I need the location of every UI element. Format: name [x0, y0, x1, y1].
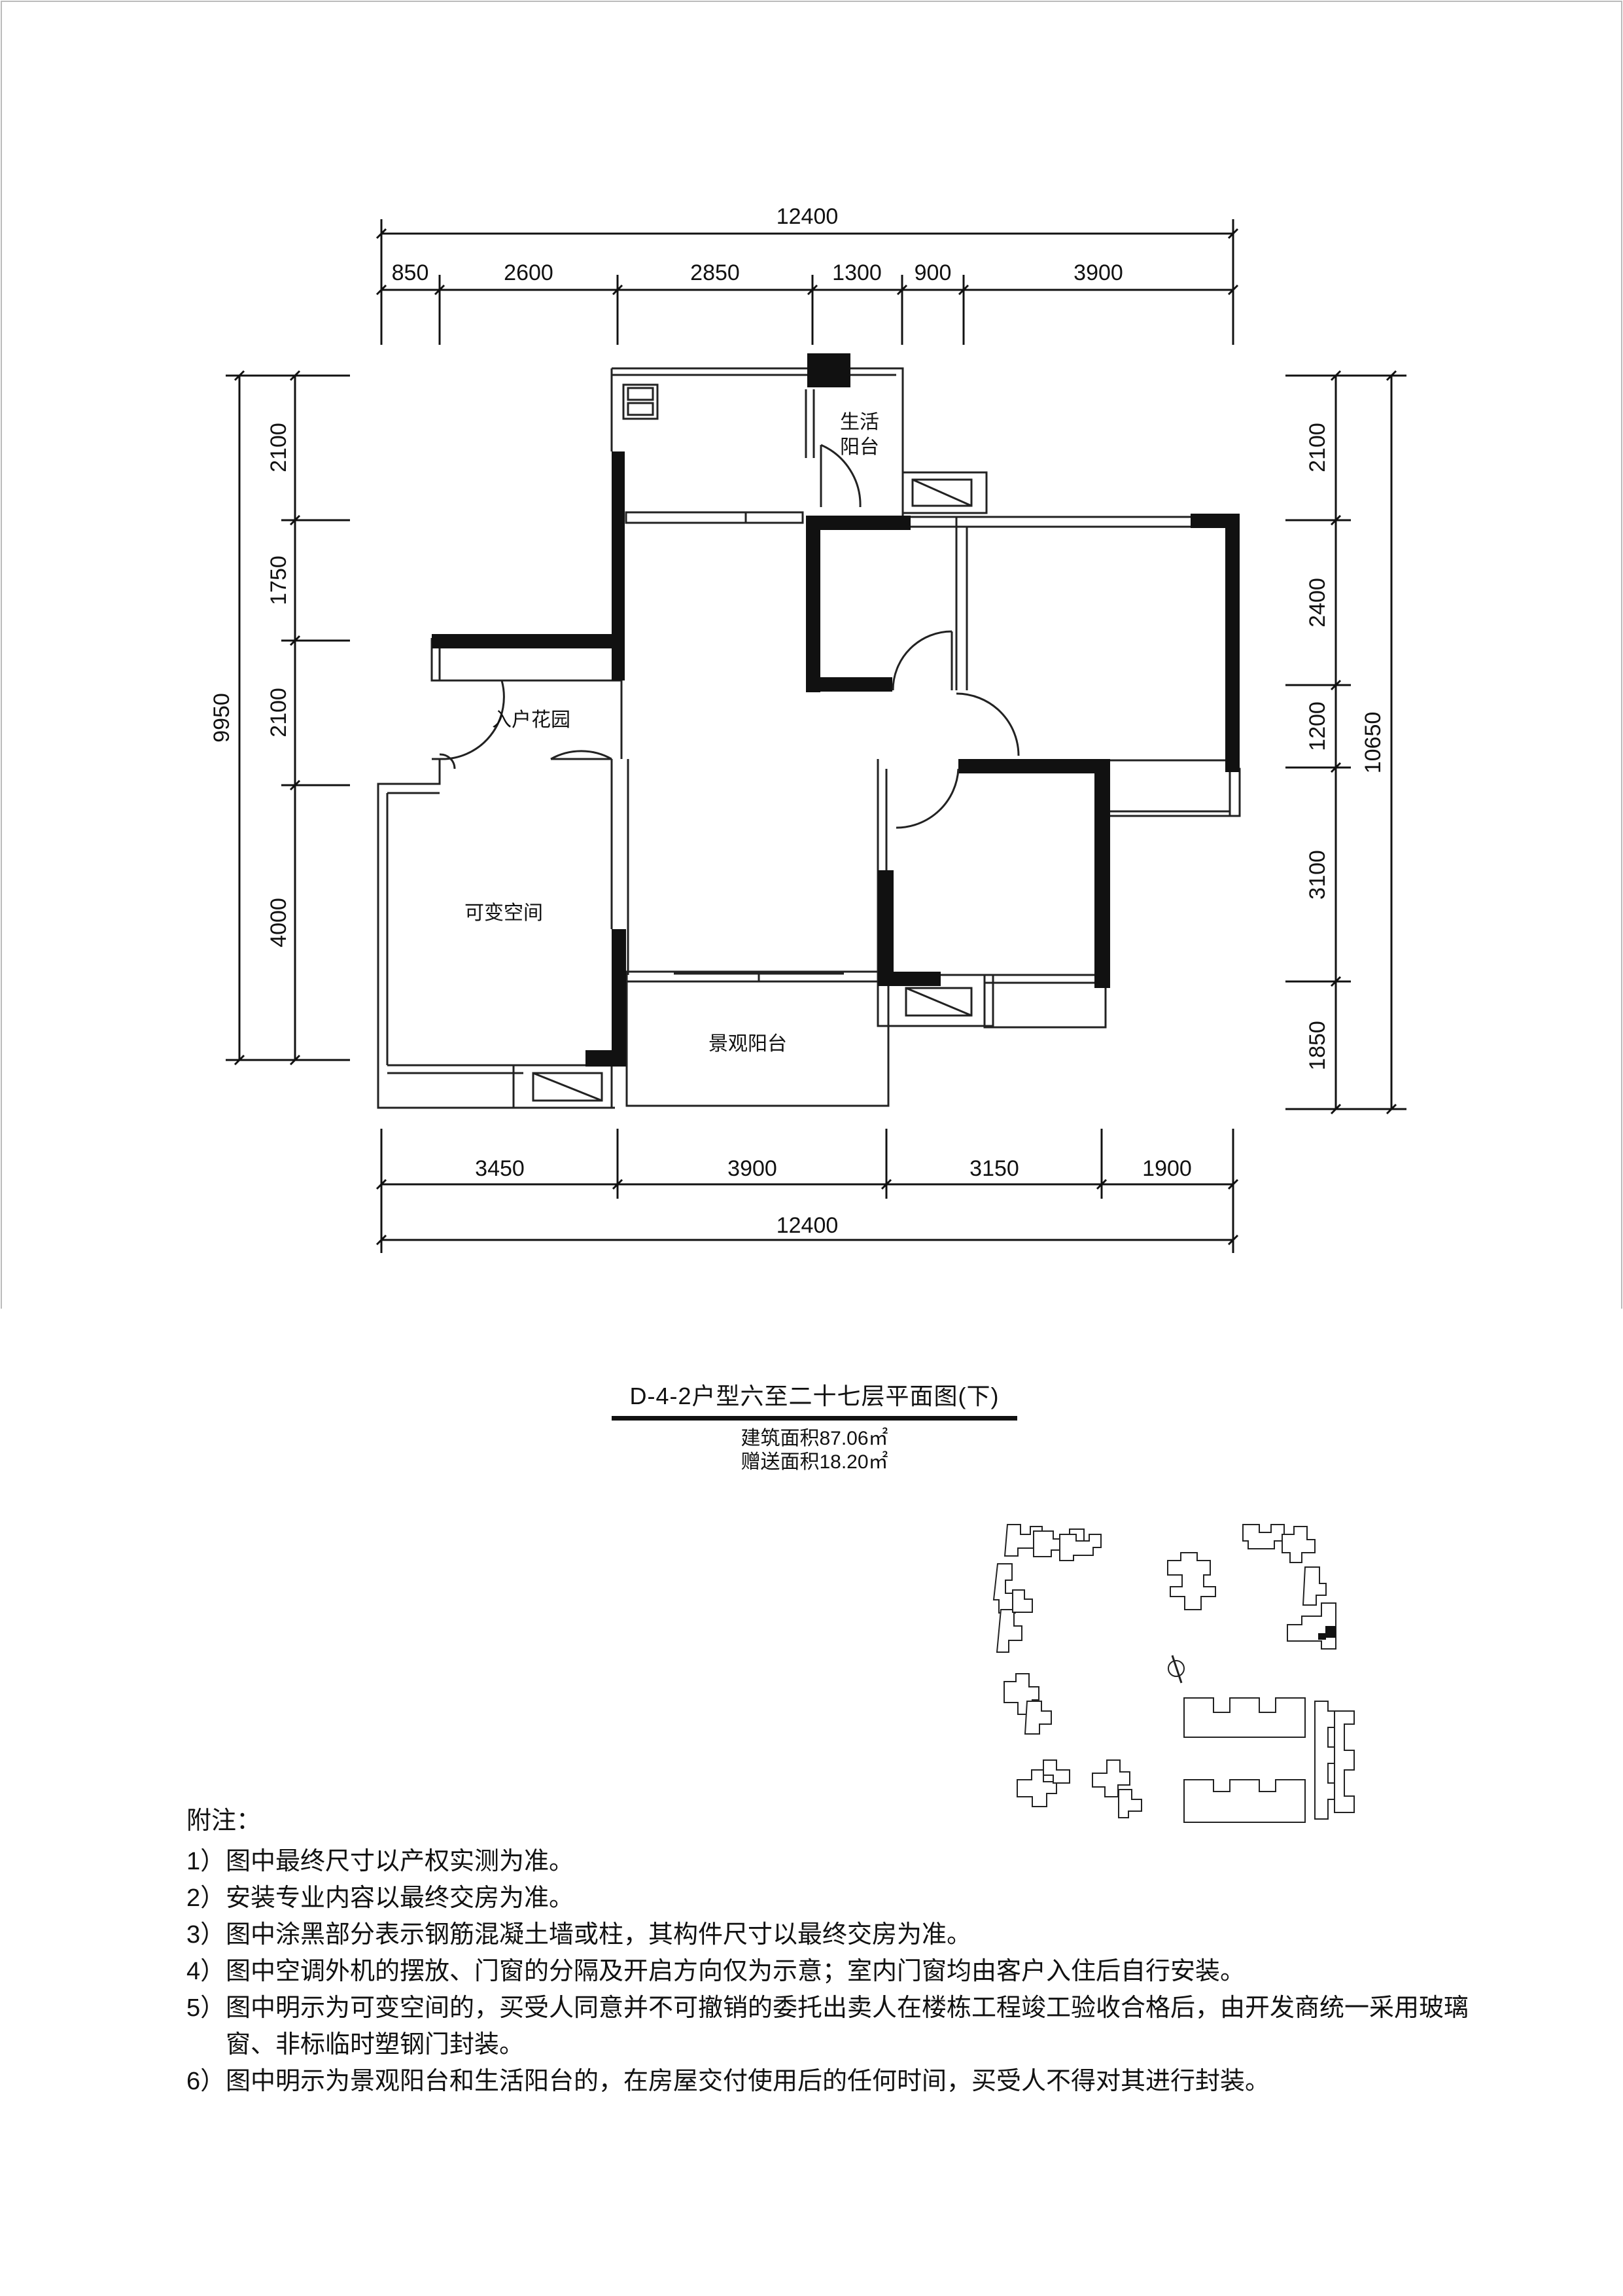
bottom-dimension-1: 3450	[475, 1156, 525, 1181]
view-balcony-label: 景观阳台	[708, 1033, 787, 1055]
top-dimension-3: 2850	[690, 260, 740, 285]
left-dimension-4: 4000	[266, 898, 291, 947]
top-dimension-5: 900	[915, 260, 952, 285]
bottom-total-dimension: 12400	[777, 1213, 839, 1238]
left-total-dimension: 9950	[209, 693, 234, 743]
right-dimension-3: 1200	[1305, 701, 1330, 751]
left-dimension-1: 2100	[266, 423, 291, 472]
right-dimension-5: 1850	[1305, 1021, 1330, 1070]
top-dimension-chain	[375, 219, 1239, 345]
utility-balcony-label-line1: 生活	[840, 412, 879, 433]
top-total-dimension: 12400	[777, 204, 839, 229]
note-number: 4）	[186, 1958, 226, 1985]
bottom-dimension-3: 3150	[969, 1156, 1019, 1181]
bottom-dimension-2: 3900	[727, 1156, 777, 1181]
title-block: D-4-2户型六至二十七层平面图(下) 建筑面积87.06㎡ 赠送面积18.20…	[612, 1381, 1017, 1474]
right-dimension-2: 2400	[1305, 578, 1330, 627]
top-dimension-6: 3900	[1073, 260, 1123, 285]
page-border	[1, 1, 1622, 1309]
bottom-dimension-chain	[375, 1129, 1239, 1253]
north-arrow-icon	[1168, 1655, 1185, 1684]
top-dimension-2: 2600	[504, 260, 553, 285]
plan-title: D-4-2户型六至二十七层平面图(下)	[629, 1383, 1000, 1409]
flexible-space-label: 可变空间	[464, 902, 543, 924]
note-number: 5）	[186, 1994, 226, 2022]
right-dimension-chain	[1285, 370, 1406, 1115]
left-dimension-chain	[226, 370, 350, 1066]
left-dimension-2: 1750	[266, 556, 291, 605]
notes-heading: 附注：	[186, 1807, 262, 1835]
bottom-dimension-4: 1900	[1142, 1156, 1192, 1181]
top-dimension-4: 1300	[832, 260, 882, 285]
note-item: 2） 安装专业内容以最终交房为准。	[186, 1880, 1495, 1916]
note-number: 2）	[186, 1884, 226, 1912]
title-underline	[612, 1416, 1017, 1421]
note-item: 5） 图中明示为可变空间的，买受人同意并不可撤销的委托出卖人在楼栋工程竣工验收合…	[186, 1990, 1482, 2063]
note-text: 图中最终尺寸以产权实测为准。	[226, 1848, 574, 1875]
concrete-walls	[432, 353, 1240, 1067]
right-dimension-4: 3100	[1305, 850, 1330, 900]
door-swings	[439, 444, 1020, 829]
utility-balcony-label-line2: 阳台	[840, 436, 879, 458]
top-dimension-1: 850	[392, 260, 429, 285]
note-text: 安装专业内容以最终交房为准。	[226, 1884, 574, 1912]
floor-plan-drawing: 12400 850 2600 2850 1300 900 3900 3450 3…	[1, 1, 1622, 1309]
notes-section: 附注： 1） 图中最终尺寸以产权实测为准。 2） 安装专业内容以最终交房为准。 …	[186, 1803, 1495, 2100]
note-text: 图中空调外机的摆放、门窗的分隔及开启方向仅为示意；室内门窗均由客户入住后自行安装…	[226, 1958, 1246, 1985]
note-number: 6）	[186, 2068, 226, 2095]
site-key-plan	[992, 1524, 1355, 1823]
right-total-dimension: 10650	[1361, 712, 1386, 774]
note-text: 图中涂黑部分表示钢筋混凝土墙或柱，其构件尺寸以最终交房为准。	[226, 1921, 972, 1949]
note-item: 3） 图中涂黑部分表示钢筋混凝土墙或柱，其构件尺寸以最终交房为准。	[186, 1916, 1495, 1953]
bonus-area: 赠送面积18.20㎡	[741, 1451, 888, 1473]
building-area: 建筑面积87.06㎡	[741, 1428, 888, 1449]
left-dimension-3: 2100	[266, 688, 291, 737]
right-dimension-1: 2100	[1305, 423, 1330, 472]
thin-walls	[377, 367, 1241, 1109]
note-item: 4） 图中空调外机的摆放、门窗的分隔及开启方向仅为示意；室内门窗均由客户入住后自…	[186, 1953, 1495, 1990]
note-number: 3）	[186, 1921, 226, 1949]
note-text: 图中明示为可变空间的，买受人同意并不可撤销的委托出卖人在楼栋工程竣工验收合格后，…	[226, 1994, 1469, 2058]
note-item: 1） 图中最终尺寸以产权实测为准。	[186, 1843, 1495, 1880]
entry-garden-label: 入户花园	[492, 709, 570, 731]
note-text: 图中明示为景观阳台和生活阳台的，在房屋交付使用后的任何时间，买受人不得对其进行封…	[226, 2068, 1270, 2095]
note-item: 6） 图中明示为景观阳台和生活阳台的，在房屋交付使用后的任何时间，买受人不得对其…	[186, 2063, 1495, 2100]
note-number: 1）	[186, 1848, 226, 1875]
